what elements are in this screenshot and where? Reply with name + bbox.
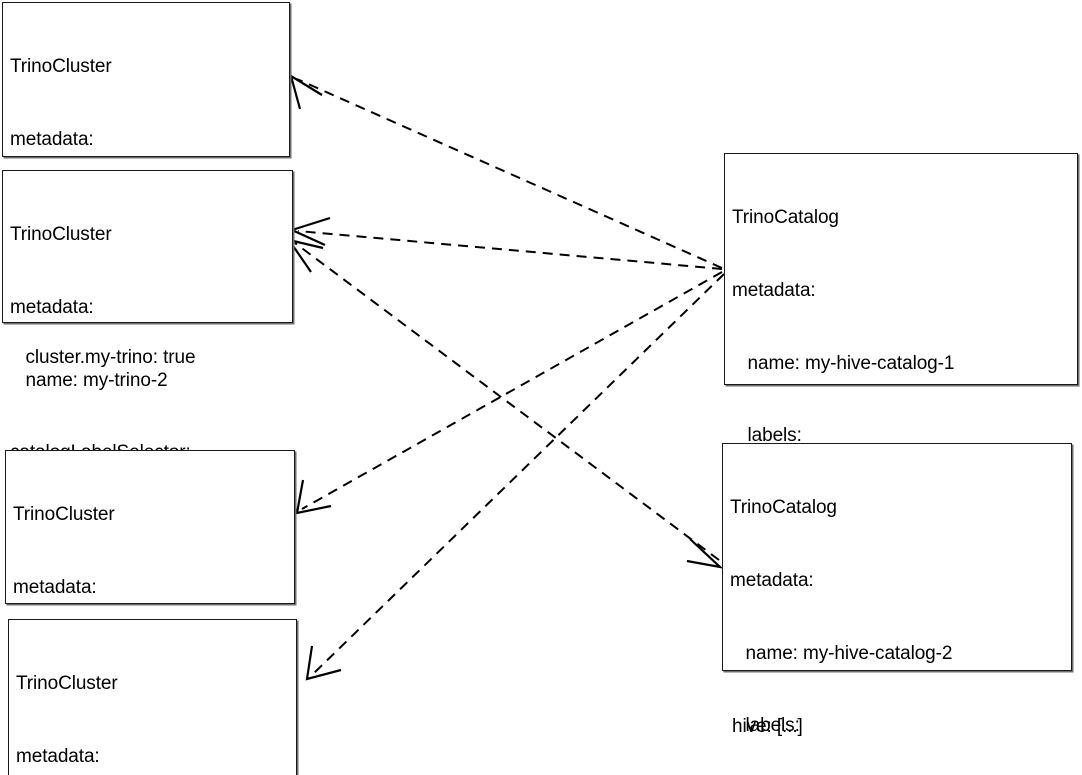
- node-line: TrinoCatalog: [732, 207, 839, 229]
- node-trinocatalog-my-hive-catalog-2[interactable]: TrinoCatalog metadata: name: my-hive-cat…: [722, 443, 1072, 736]
- edge-catalog1-to-my-trino: [289, 73, 723, 269]
- node-line: name: my-hive-catalog-1: [732, 352, 955, 374]
- edge-line: [294, 242, 720, 561]
- node-trinocluster-my-trino[interactable]: TrinoCluster metadata: name: my-trino ca…: [2, 2, 290, 368]
- node-line: metadata:: [10, 297, 94, 319]
- arrowhead-icon: [295, 479, 332, 515]
- node-line: hive: [...]: [732, 715, 803, 737]
- arrowhead-icon: [289, 73, 323, 110]
- node-line: labels:: [730, 715, 800, 737]
- edge-catalog1-to-my-trino-green: [305, 273, 725, 681]
- edge-catalog1-to-my-trino-2: [288, 216, 723, 270]
- node-line: TrinoCatalog: [730, 497, 837, 519]
- edge-catalog1-into-catalog2-head: [686, 538, 724, 569]
- node-line: cluster.my-trino: true: [10, 346, 196, 368]
- edge-catalog1-to-my-trino-blue: [295, 271, 723, 515]
- node-line: metadata:: [16, 746, 100, 768]
- node-line: TrinoCluster: [10, 224, 112, 246]
- edge-line: [297, 230, 723, 270]
- node-line: name: my-hive-catalog-2: [730, 642, 953, 664]
- arrowhead-icon: [288, 216, 331, 247]
- node-body-text: TrinoCluster metadata: name: my-trino-gr…: [16, 624, 211, 775]
- node-line: metadata:: [732, 280, 816, 302]
- node-trinocluster-my-trino-green[interactable]: TrinoCluster metadata: name: my-trino-gr…: [8, 619, 297, 775]
- arrowhead-icon: [305, 645, 342, 681]
- node-line: metadata:: [10, 129, 94, 151]
- node-line: metadata:: [730, 570, 814, 592]
- node-line: TrinoCluster: [13, 504, 115, 526]
- node-line: metadata:: [13, 577, 97, 599]
- node-line: name: my-trino-2: [10, 369, 168, 391]
- node-line: TrinoCluster: [10, 56, 112, 78]
- arrowhead-icon: [686, 538, 724, 569]
- edge-line: [296, 78, 723, 269]
- arrowhead-icon: [286, 238, 324, 273]
- node-line: TrinoCluster: [16, 673, 118, 695]
- node-trinocluster-my-trino-blue[interactable]: TrinoCluster metadata: name: my-trino-bl…: [5, 450, 295, 743]
- edge-catalog2-to-my-trino-2: [286, 238, 720, 561]
- edge-line: [312, 273, 725, 675]
- node-body-text: TrinoCatalog metadata: name: my-hive-cat…: [730, 448, 952, 775]
- node-trinocatalog-my-hive-catalog-1[interactable]: TrinoCatalog metadata: name: my-hive-cat…: [724, 153, 1078, 737]
- node-line: labels:: [732, 425, 802, 447]
- edge-line: [301, 271, 723, 510]
- node-trinocluster-my-trino-2[interactable]: TrinoCluster metadata: name: my-trino-2 …: [2, 170, 293, 536]
